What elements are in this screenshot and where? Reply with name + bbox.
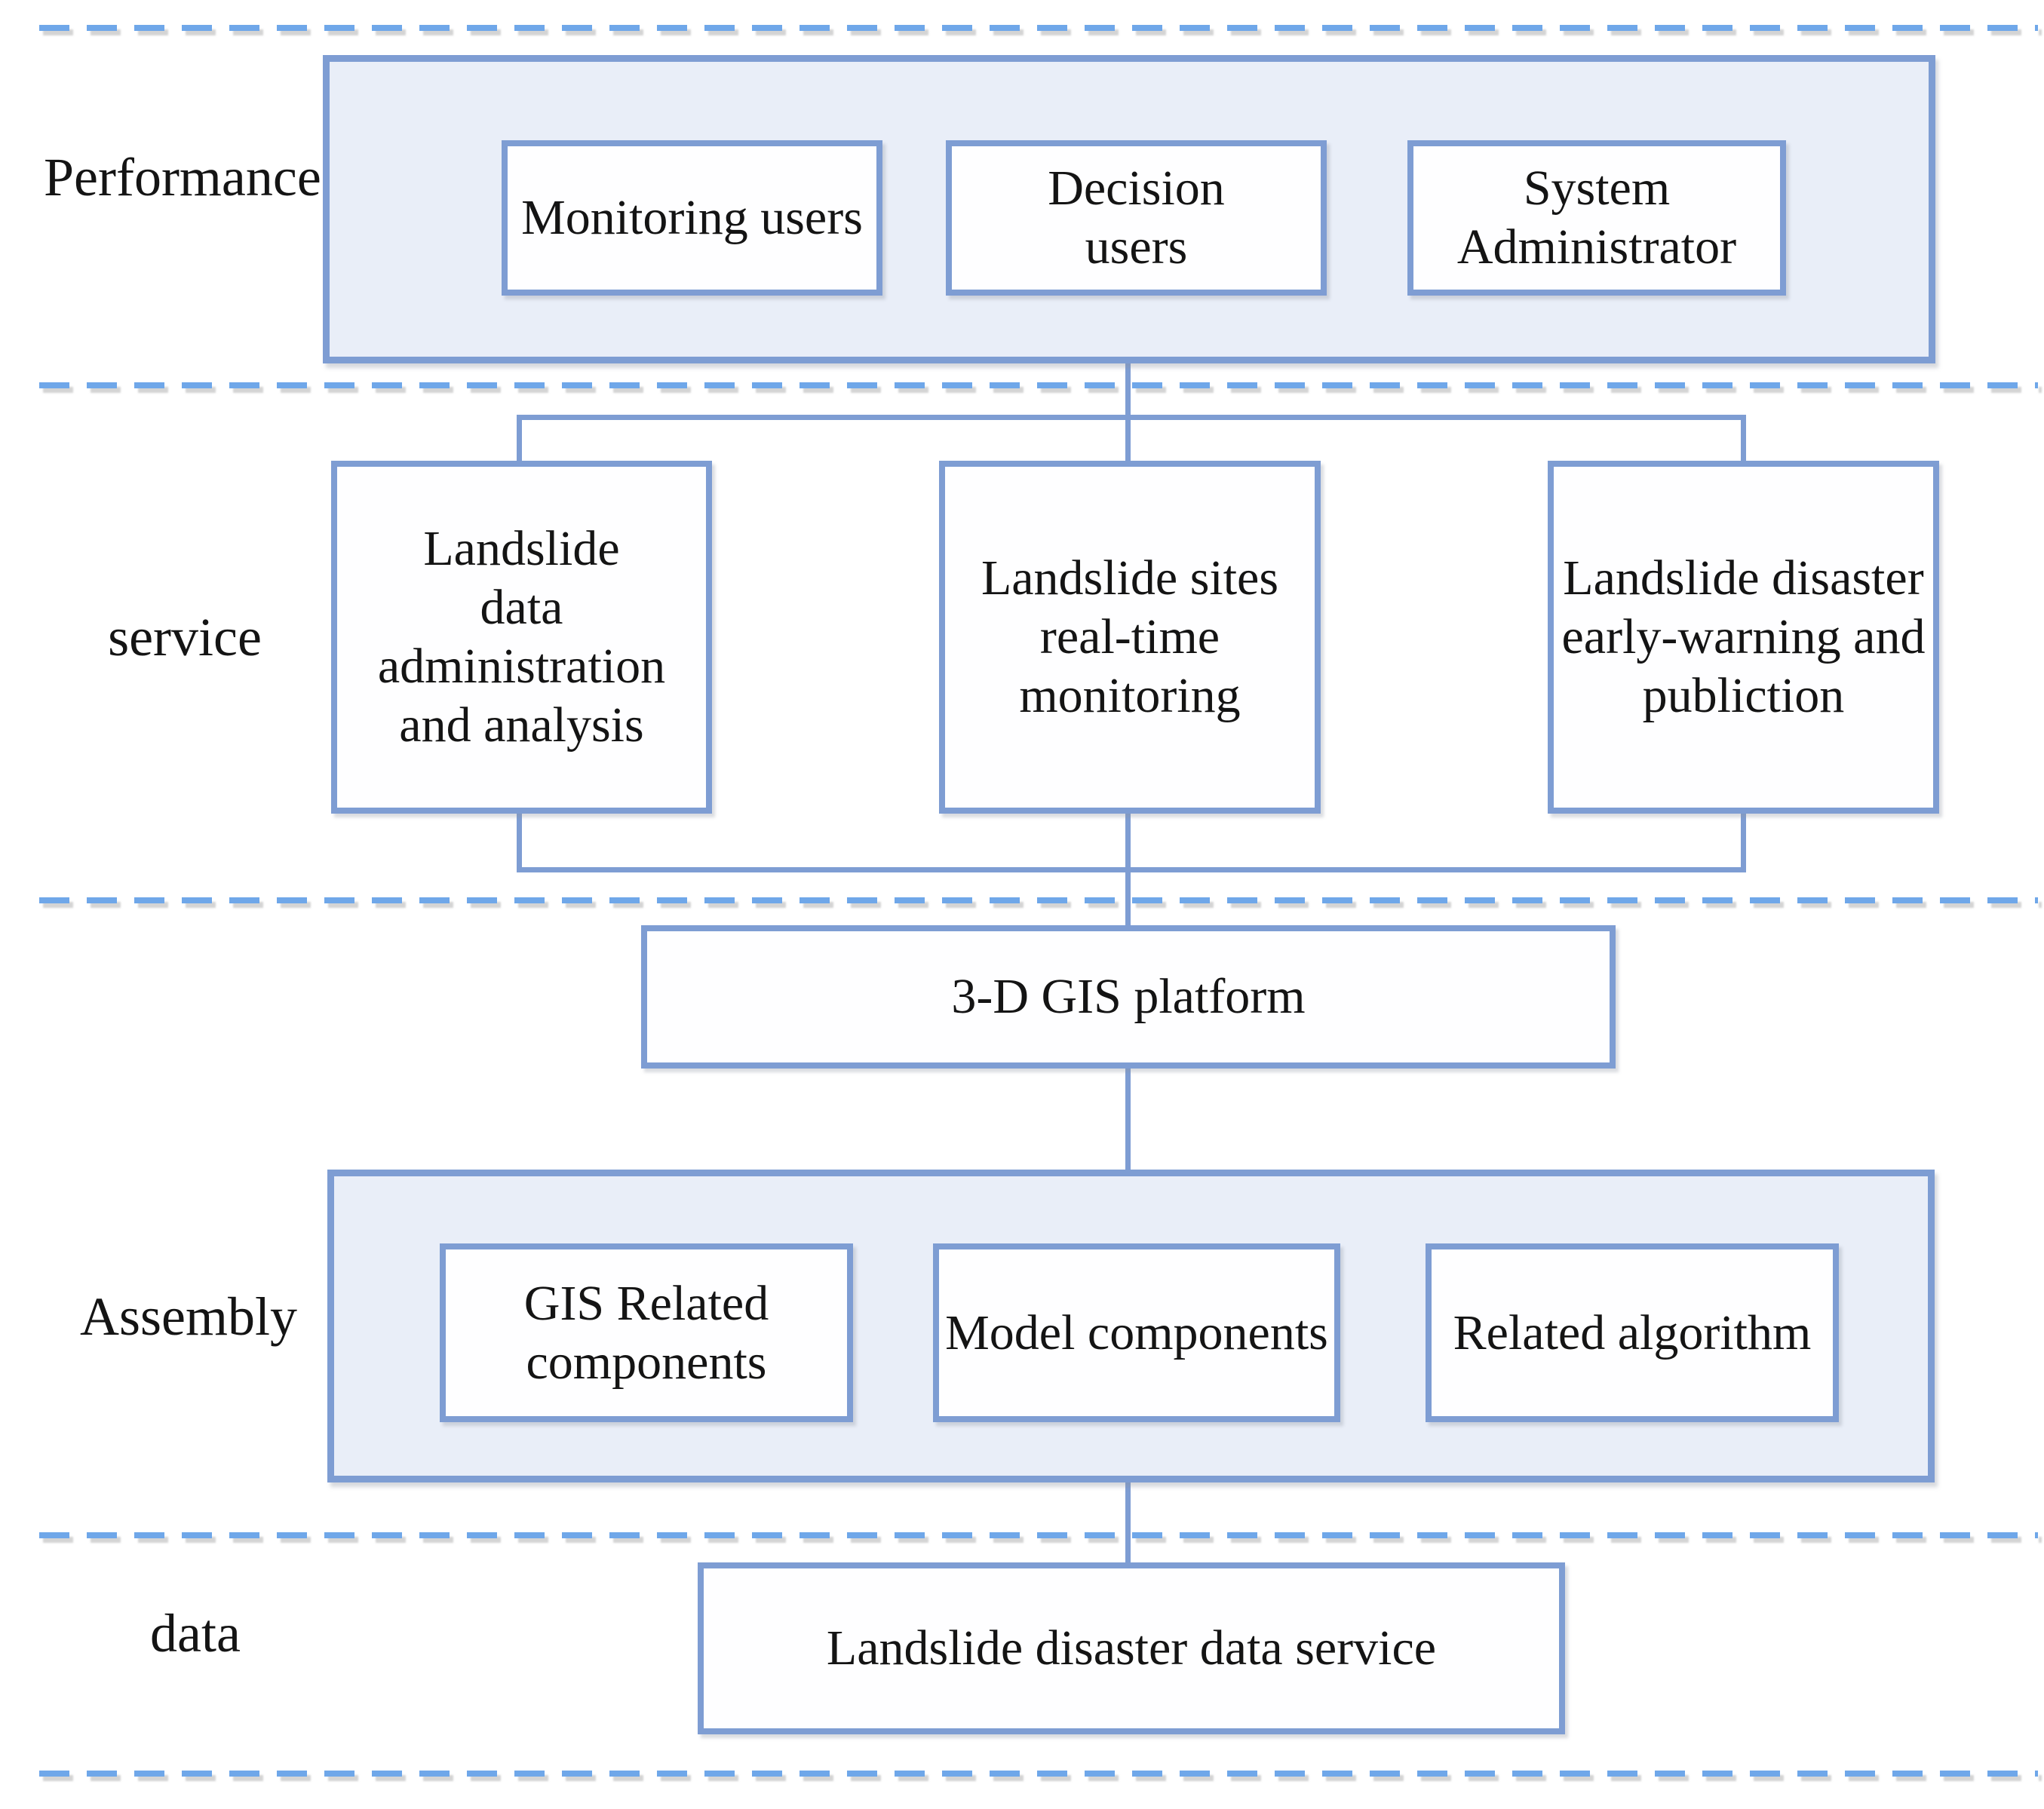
layer-separator-service xyxy=(39,897,2038,903)
connector-assembly-to-data xyxy=(1125,1478,1131,1567)
connector-branch-to-left-box xyxy=(517,415,522,466)
layer-separator-top xyxy=(39,25,2038,31)
connector-service-branch-line xyxy=(517,415,1746,420)
assembly-layer-label: Assembly xyxy=(80,1286,297,1347)
connector-performance-to-branch xyxy=(1125,360,1131,466)
assembly-container: GIS Related components Model components … xyxy=(327,1170,1935,1482)
connector-platform-to-assembly xyxy=(1125,1065,1131,1174)
connector-center-to-platform xyxy=(1125,808,1131,929)
connector-left-box-to-collector xyxy=(517,808,522,872)
connector-service-collector-line xyxy=(517,867,1746,872)
landslide-data-service-box: Landslide disaster data service xyxy=(698,1562,1565,1734)
decision-users-box: Decision users xyxy=(946,140,1327,296)
related-algorithm-box: Related algorithm xyxy=(1426,1243,1839,1422)
model-components-box: Model components xyxy=(933,1243,1340,1422)
layer-separator-assembly xyxy=(39,1532,2038,1538)
layer-separator-performance xyxy=(39,382,2038,388)
service-layer-label: service xyxy=(108,607,262,667)
landslide-sites-monitoring-box: Landslide sites real-time monitoring xyxy=(939,461,1321,814)
system-administrator-box: System Administrator xyxy=(1407,140,1786,296)
connector-right-box-to-collector xyxy=(1741,808,1746,872)
data-layer-label: data xyxy=(150,1603,241,1663)
gis-related-components-box: GIS Related components xyxy=(440,1243,853,1422)
layer-separator-bottom xyxy=(39,1771,2038,1777)
performance-layer-label: Performance xyxy=(44,147,321,207)
gis-platform-box: 3-D GIS platform xyxy=(641,925,1616,1069)
connector-branch-to-right-box xyxy=(1741,415,1746,466)
monitoring-users-box: Monitoring users xyxy=(502,140,882,296)
landslide-warning-publication-box: Landslide disaster early-warning and pub… xyxy=(1548,461,1939,814)
performance-container: Monitoring users Decision users System A… xyxy=(323,55,1935,363)
landslide-data-administration-box: Landslide data administration and analys… xyxy=(331,461,712,814)
